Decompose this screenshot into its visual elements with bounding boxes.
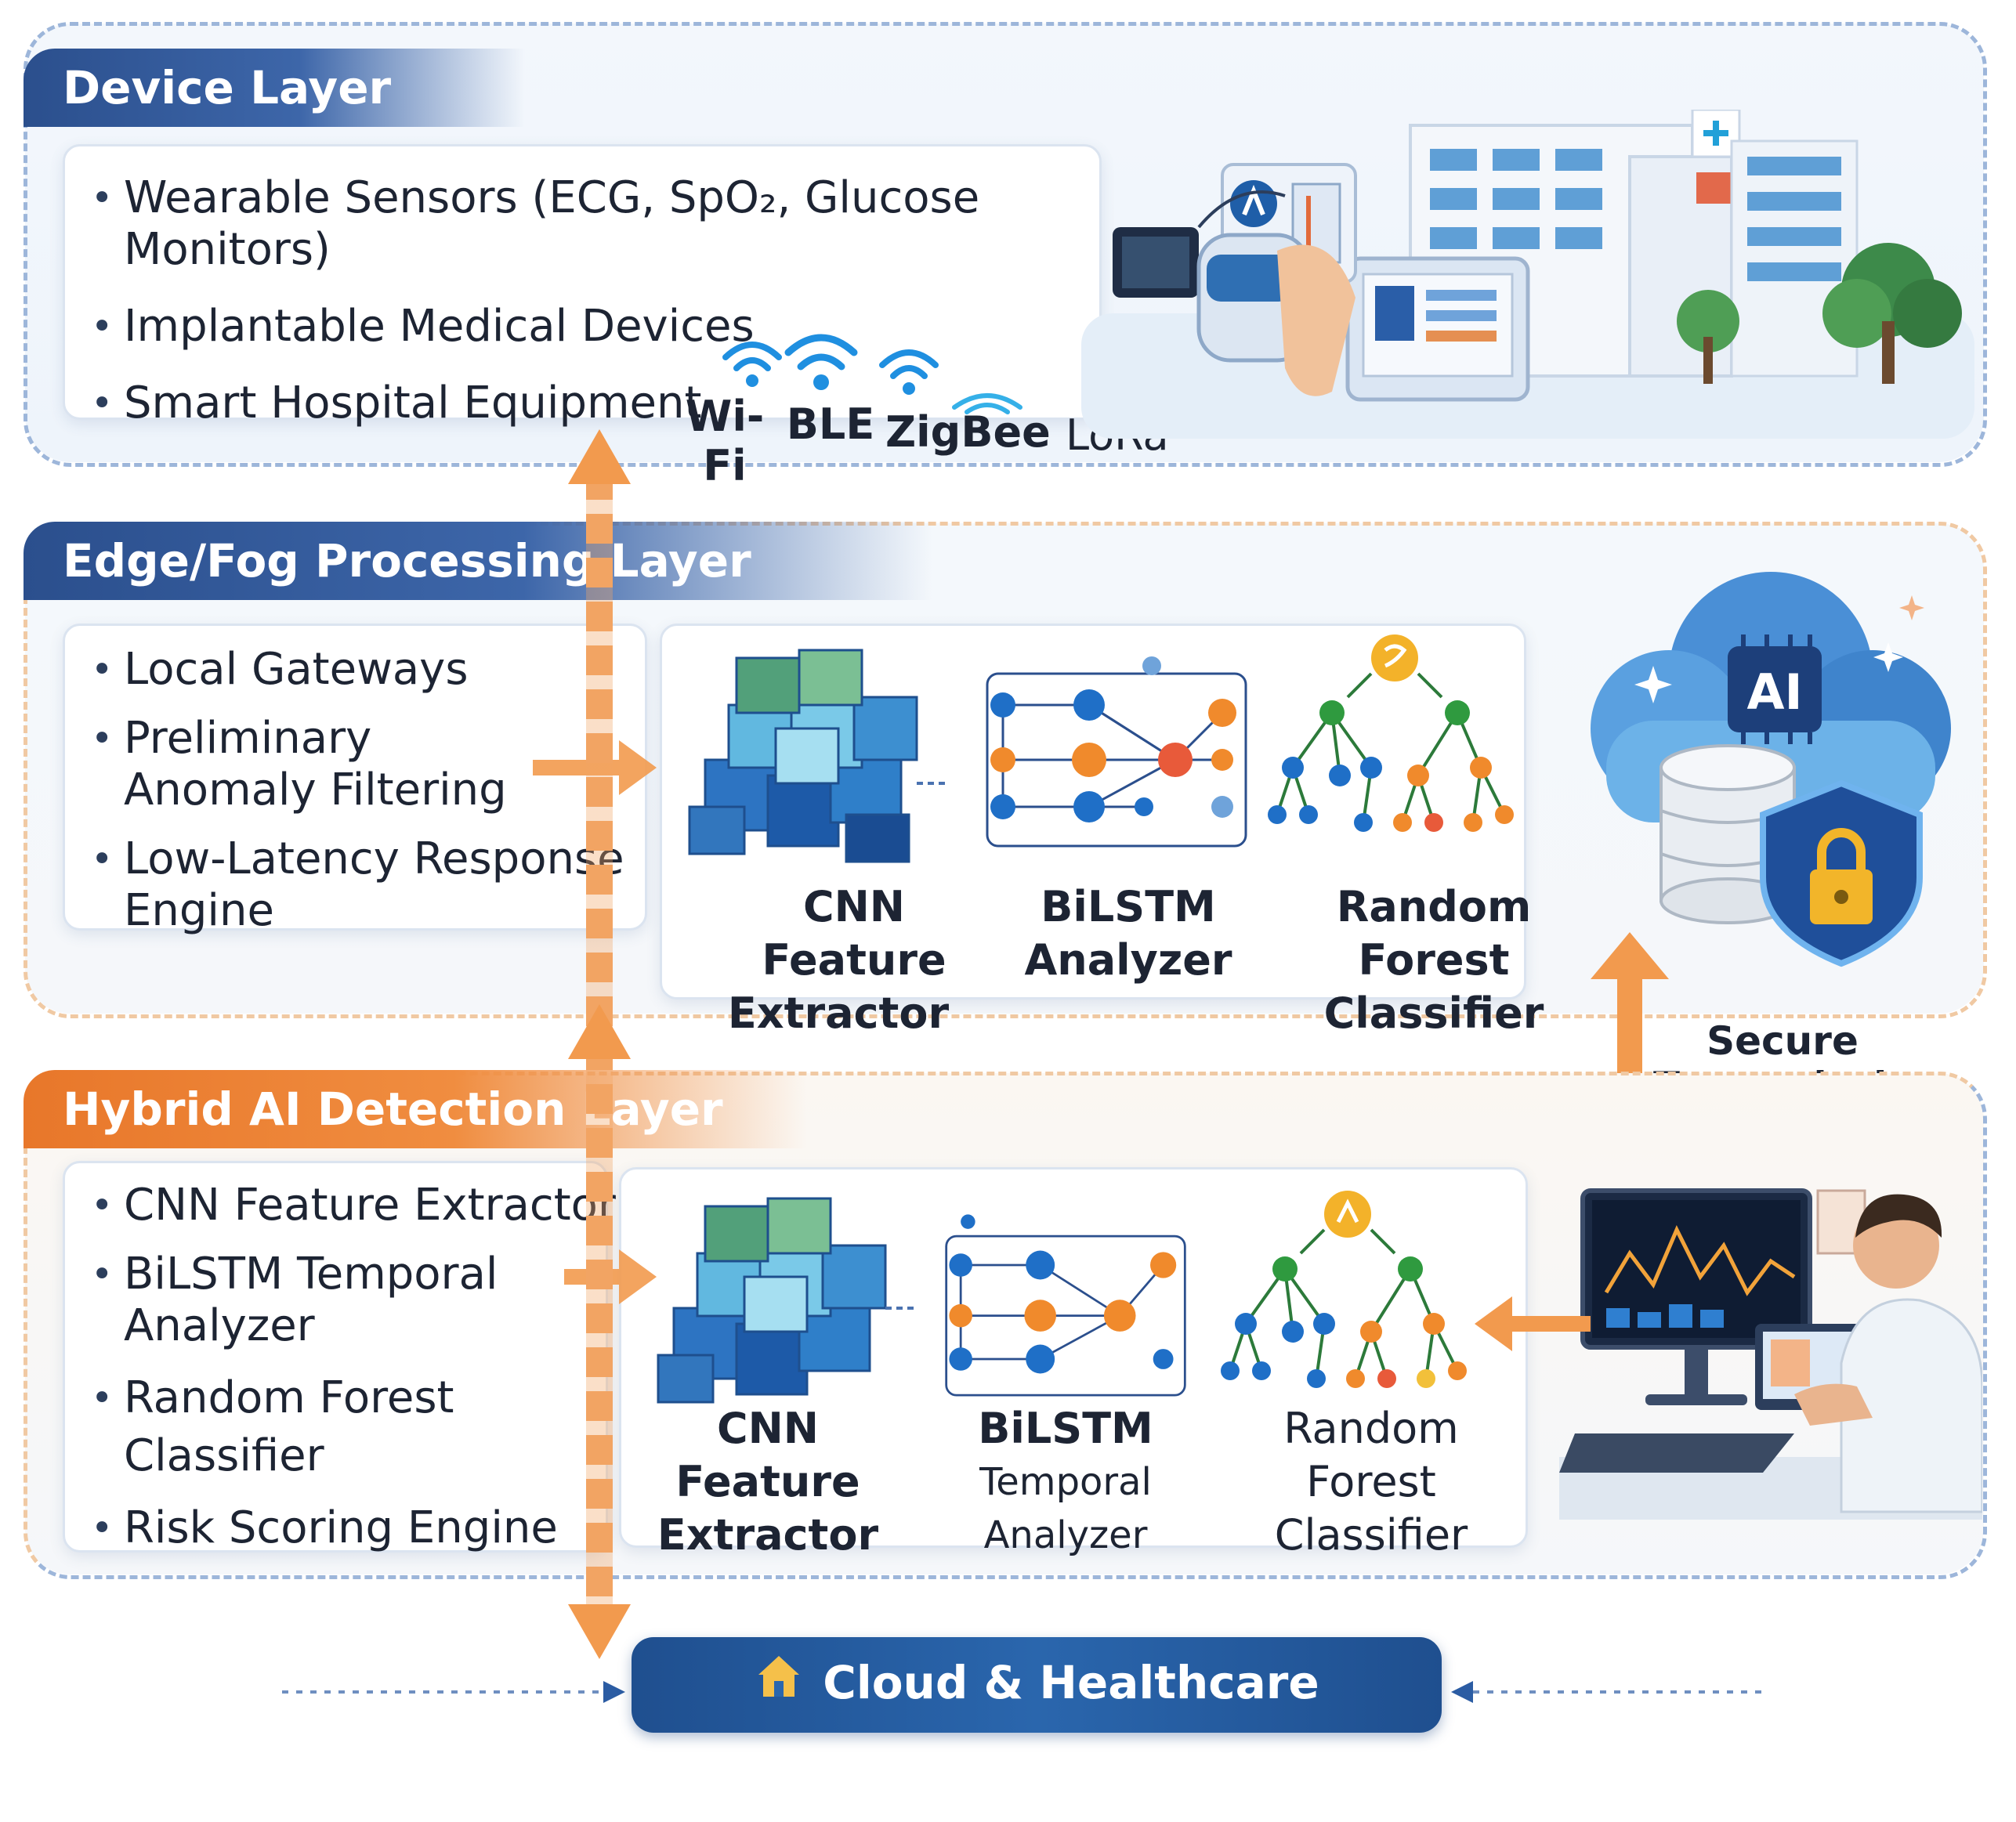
hybrid-model-rf-line1: Random Forest (1283, 1404, 1459, 1506)
workstation-to-models-arrow (1475, 1296, 1591, 1351)
ai-chip-label: AI (1746, 663, 1802, 721)
hybrid-model-cnn-line2: Extractor (657, 1510, 879, 1560)
edge-model-bilstm-line2: Analyzer (1024, 935, 1232, 985)
hybrid-model-bilstm-line1: BiLSTM (978, 1404, 1153, 1453)
hybrid-layer-frame (24, 1072, 1987, 1579)
smart-hospital-illustration (1081, 110, 1974, 439)
cnn-feature-extractor-icon (657, 1197, 915, 1404)
right-dotted-arrow (1451, 1681, 1763, 1703)
edge-item: Low-Latency Response Engine (86, 833, 666, 937)
edge-model-cnn-line1: CNN Feature (762, 882, 946, 985)
doctor-icon (1794, 1194, 1982, 1513)
hybrid-model-rf-line2: Classifier (1274, 1510, 1468, 1560)
edge-items-list: Local Gateways Preliminary Anomaly Filte… (86, 644, 666, 937)
hybrid-model-cnn-line1: CNN Feature (675, 1404, 860, 1506)
hybrid-model-bilstm-line2: Temporal Analyzer (979, 1460, 1152, 1557)
monitor-icon (1580, 1188, 1812, 1405)
random-forest-icon (1221, 1191, 1467, 1388)
doctor-workstation-illustration (1559, 1188, 1982, 1520)
edge-model-rf-label: Random Forest Classifier (1269, 880, 1598, 1040)
hybrid-item: Risk Scoring Engine (86, 1502, 627, 1554)
signal-icon (952, 393, 1022, 414)
ai-cloud-security-illustration: AI (1591, 572, 1951, 967)
hybrid-item: Random Forest Classifier (86, 1369, 484, 1485)
secure-transmission-arrow (1591, 932, 1669, 1191)
wifi-icon (722, 342, 782, 387)
hybrid-item: BiLSTM Temporal Analyzer (86, 1249, 627, 1352)
arrow-up-head (568, 1004, 631, 1059)
cloud-healthcare-management-label: Cloud & Healthcare Management (823, 1656, 1319, 1803)
hybrid-items-list: CNN Feature Extractor BiLSTM Temporal An… (86, 1180, 627, 1554)
ai-chip-icon: AI (1728, 634, 1822, 744)
edge-layer-frame (24, 522, 1987, 1018)
device-items-list: Wearable Sensors (ECG, SpO₂, Glucose Mon… (86, 172, 1105, 429)
bilstm-analyzer-icon (986, 656, 1247, 848)
device-item: Implantable Medical Devices (86, 301, 1105, 352)
medical-monitor-icon (1345, 256, 1530, 402)
edge-model-bilstm-line1: BiLSTM (1041, 882, 1216, 931)
hybrid-model-bilstm-label: BiLSTM Temporal Analyzer (909, 1402, 1222, 1562)
house-icon (754, 1640, 804, 1731)
device-layer-title: Device Layer (24, 49, 525, 127)
hybrid-item: CNN Feature Extractor (86, 1180, 627, 1231)
device-item: Smart Hospital Equipment (86, 378, 1105, 429)
edge-model-rf-line1: Random Forest (1336, 882, 1532, 985)
edge-item: Preliminary Anomaly Filtering (86, 713, 516, 816)
edge-model-cnn-line2: Extractor (727, 989, 950, 1038)
protocol-wifi: Wi-Fi (685, 392, 765, 490)
left-dotted-arrow (282, 1681, 625, 1703)
edge-item: Local Gateways (86, 644, 666, 696)
hybrid-model-cnn-label: CNN Feature Extractor (635, 1402, 901, 1562)
random-forest-icon (1268, 634, 1514, 832)
edge-layer-title: Edge/Fog Processing Layer (24, 522, 932, 600)
arrow-down-head (568, 1604, 631, 1659)
cloud-healthcare-management-box: Cloud & Healthcare Management (632, 1637, 1442, 1803)
hybrid-model-rf-label: Random Forest Classifier (1222, 1402, 1520, 1562)
device-item: Wearable Sensors (ECG, SpO₂, Glucose Mon… (86, 172, 1105, 276)
edge-model-bilstm-label: BiLSTM Analyzer (995, 880, 1261, 987)
wearable-device-icon (1113, 227, 1355, 396)
edge-model-rf-line2: Classifier (1323, 989, 1544, 1038)
shield-lock-icon (1760, 779, 1923, 967)
bilstm-temporal-analyzer-icon (945, 1214, 1186, 1397)
wifi-icon (784, 334, 858, 390)
arrow-up-head (568, 429, 631, 484)
edge-model-cnn-label: CNN Feature Extractor (705, 880, 1003, 1040)
wifi-icon (879, 349, 939, 395)
cnn-feature-extractor-icon (688, 649, 946, 863)
hybrid-layer-title: Hybrid AI Detection Layer (24, 1070, 807, 1148)
tree-icon (1677, 243, 1962, 384)
protocol-ble: BLE (786, 399, 875, 449)
device-layer-frame (24, 22, 1987, 467)
protocol-zigbee: ZigBee (885, 407, 1051, 457)
